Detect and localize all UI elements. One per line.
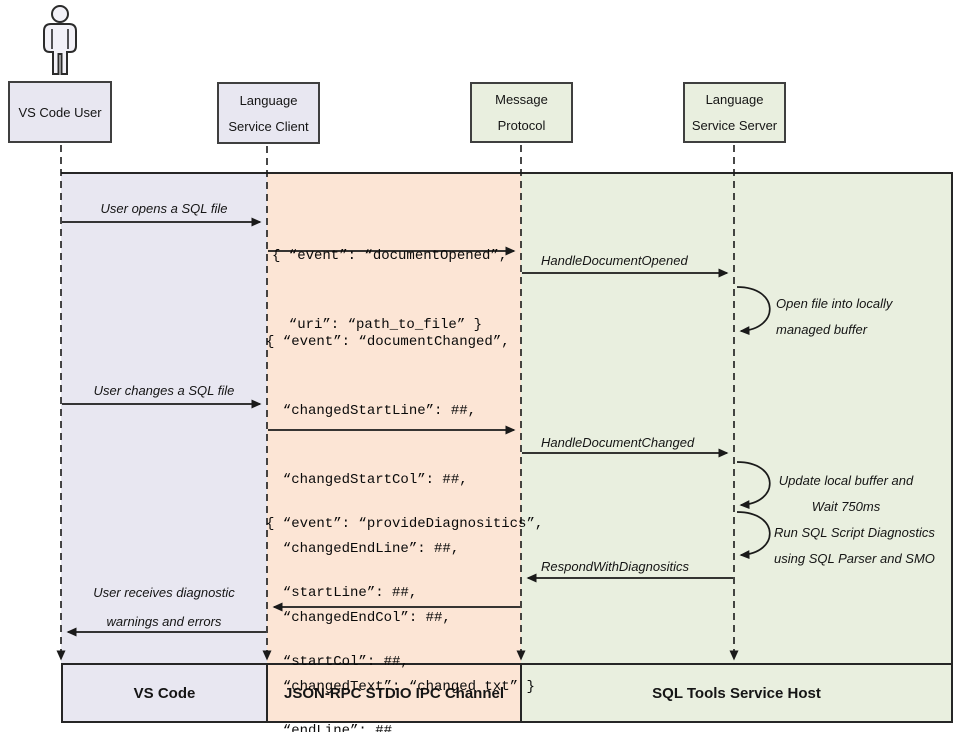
- message-label-user-changes-file: User changes a SQL file: [93, 383, 235, 398]
- lane-footer-vscode: VS Code: [61, 663, 268, 723]
- note-open-buffer: Open file into locally managed buffer: [776, 291, 892, 343]
- payload-document-changed: { “event”: “documentChanged”, “changedSt…: [266, 285, 535, 732]
- actor-label-line1: Message: [495, 92, 548, 107]
- swimlane-bands: [61, 172, 953, 663]
- note-line2: managed buffer: [776, 322, 868, 337]
- payload-line: { “event”: “documentOpened”,: [272, 248, 508, 264]
- note-line2: Wait 750ms: [811, 499, 881, 514]
- message-label-user-opens-file: User opens a SQL file: [100, 201, 228, 216]
- note-line1: Run SQL Script Diagnostics: [774, 525, 935, 540]
- label-line1: User receives diagnostic: [93, 585, 235, 600]
- self-loop-update-buffer: [736, 461, 771, 510]
- actor-box-language-service-server: Language Service Server: [683, 82, 786, 143]
- message-label-respond-with-diagnostics: RespondWithDiagnositics: [541, 559, 690, 574]
- lane-band-vscode: [61, 174, 267, 663]
- lane-footer-label: JSON-RPC STDIO IPC Channel: [283, 684, 505, 702]
- message-label-handle-document-opened: HandleDocumentOpened: [541, 253, 688, 268]
- payload-line: “startCol”: ##,: [266, 654, 409, 670]
- message-label-handle-document-changed: HandleDocumentChanged: [541, 435, 695, 450]
- lane-footer-label: VS Code: [133, 684, 196, 702]
- lane-footer-sql-tools-host: SQL Tools Service Host: [520, 663, 953, 723]
- note-run-diagnostics: Run SQL Script Diagnostics using SQL Par…: [774, 520, 935, 572]
- lane-footer-label: SQL Tools Service Host: [652, 684, 821, 702]
- actor-label-line2: Service Client: [228, 118, 309, 134]
- payload-line: “changedStartLine”: ##,: [266, 403, 477, 419]
- actor-label-line2: Protocol: [497, 118, 546, 133]
- payload-line: “changedStartCol”: ##,: [266, 472, 468, 488]
- actor-label-line2: Service Server: [691, 118, 778, 133]
- lane-band-host: [521, 174, 951, 663]
- actor-label: VS Code User: [18, 104, 102, 120]
- person-icon: [43, 5, 77, 75]
- lane-footer-ipc-channel: JSON-RPC STDIO IPC Channel: [266, 663, 522, 723]
- lane-band-ipc: [267, 174, 521, 663]
- note-line2: using SQL Parser and SMO: [774, 551, 935, 566]
- payload-line: “changedEndCol”: ##,: [266, 610, 451, 626]
- note-update-buffer: Update local buffer and Wait 750ms: [772, 468, 920, 520]
- payload-line: “changedText”: “changed txt” }: [266, 679, 535, 695]
- actor-label-line1: Language: [239, 92, 298, 108]
- self-loop-run-diagnostics: [736, 511, 771, 560]
- note-line1: Open file into locally: [776, 296, 893, 311]
- actor-box-vscode-user: VS Code User: [8, 81, 112, 143]
- payload-line: “changedEndLine”: ##,: [266, 541, 460, 557]
- self-loop-open-buffer: [736, 286, 771, 336]
- message-label-user-receives-diagnostics: User receives diagnostic warnings and er…: [61, 578, 267, 636]
- actor-box-message-protocol: Message Protocol: [470, 82, 573, 143]
- label-line2: warnings and errors: [106, 614, 222, 629]
- payload-provide-diagnostics: { “event”: “provideDiagnositics”, “start…: [266, 467, 543, 732]
- note-line1: Update local buffer and: [778, 473, 914, 488]
- payload-line: { “event”: “documentChanged”,: [266, 334, 510, 350]
- payload-document-opened: { “event”: “documentOpened”, “uri”: “pat…: [272, 199, 507, 383]
- payload-line: “uri”: “path_to_file” }: [272, 317, 483, 333]
- payload-line: { “event”: “provideDiagnositics”,: [266, 516, 544, 532]
- actor-box-language-service-client: Language Service Client: [217, 82, 320, 144]
- payload-line: “endLine”: ##,: [266, 723, 401, 732]
- payload-line: “startLine”: ##,: [266, 585, 418, 601]
- actor-label-line1: Language: [705, 92, 764, 107]
